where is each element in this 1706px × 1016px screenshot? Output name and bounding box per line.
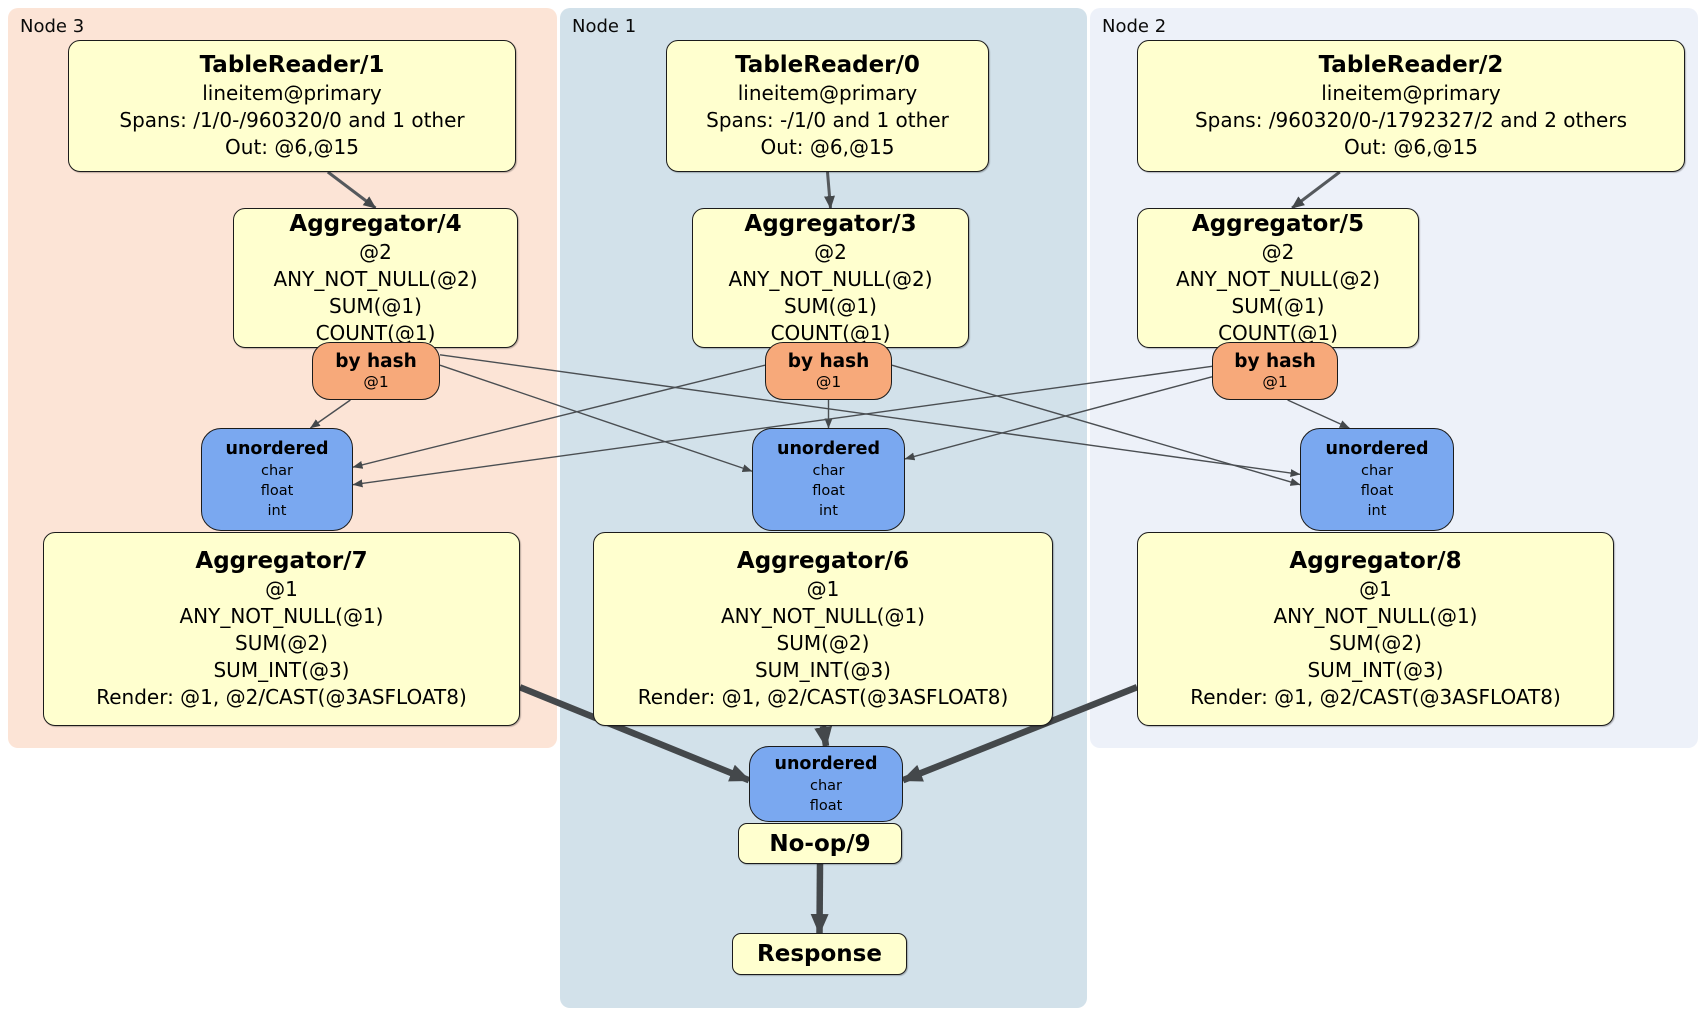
box-response-title: Response — [757, 941, 882, 967]
box-aggregator-7-title: Aggregator/7 — [195, 548, 368, 574]
router-by-hash-node2-title: by hash — [1234, 351, 1316, 372]
sync-unordered-node3-title: unordered — [225, 439, 329, 459]
box-aggregator-5-title: Aggregator/5 — [1191, 210, 1365, 237]
panel-node-1-label: Node 1 — [572, 16, 637, 37]
sync-unordered-final-title: unordered — [774, 753, 878, 774]
router-by-hash-node2-details: @1 — [1262, 373, 1288, 391]
box-aggregator-4-title: Aggregator/4 — [289, 210, 462, 237]
router-by-hash-node3-details: @1 — [363, 373, 389, 391]
router-by-hash-node3: by hash @1 — [312, 342, 440, 400]
router-by-hash-node2: by hash @1 — [1212, 342, 1338, 400]
box-tablereader-1-title: TableReader/1 — [199, 52, 385, 78]
router-by-hash-node1-title: by hash — [787, 351, 870, 372]
box-noop-9: No-op/9 — [738, 823, 902, 864]
panel-node-3-label: Node 3 — [20, 16, 85, 37]
panel-node-2-label: Node 2 — [1102, 16, 1167, 37]
box-aggregator-6-title: Aggregator/6 — [736, 548, 910, 574]
box-noop-9-title: No-op/9 — [769, 830, 871, 857]
box-response: Response — [732, 933, 907, 975]
router-by-hash-node1: by hash @1 — [765, 342, 892, 400]
router-by-hash-node1-details: @1 — [815, 373, 842, 391]
box-tablereader-2-title: TableReader/2 — [1318, 52, 1504, 78]
sync-unordered-node1-title: unordered — [777, 439, 880, 459]
box-tablereader-0-title: TableReader/0 — [735, 52, 920, 78]
sync-unordered-node2-title: unordered — [1325, 439, 1429, 459]
box-aggregator-8-title: Aggregator/8 — [1289, 548, 1462, 574]
router-by-hash-node3-title: by hash — [335, 351, 417, 372]
box-aggregator-3-title: Aggregator/3 — [744, 210, 917, 237]
